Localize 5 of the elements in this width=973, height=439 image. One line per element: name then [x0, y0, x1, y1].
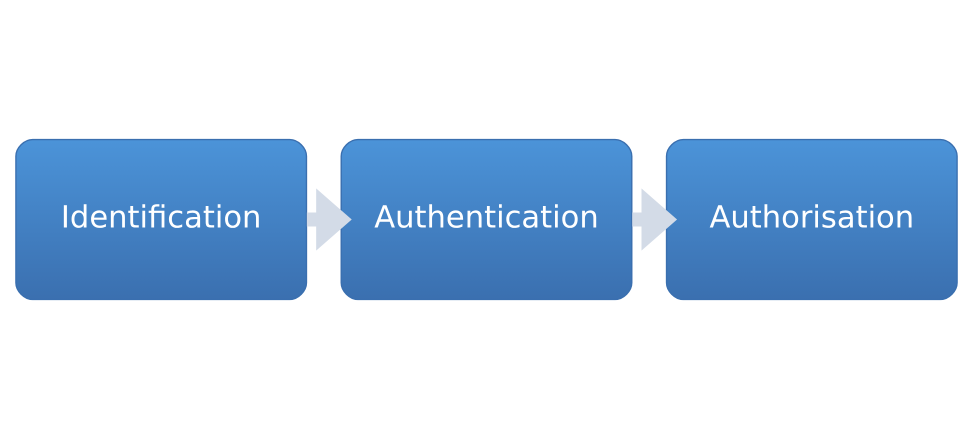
node-box: Identification [15, 138, 308, 300]
arrow [632, 188, 678, 251]
arrow [306, 188, 352, 251]
node-box: Authorisation [666, 138, 958, 300]
node-box: Authentication [340, 138, 632, 300]
